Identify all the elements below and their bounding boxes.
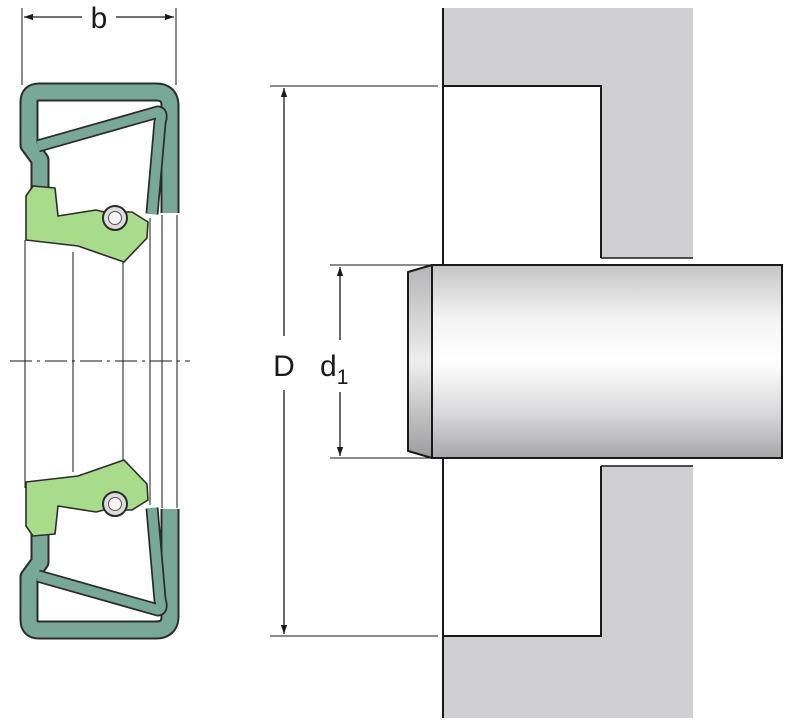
seal-section-top bbox=[19, 82, 180, 263]
width-label: b bbox=[91, 2, 108, 35]
outer-diameter-label: D bbox=[273, 350, 295, 383]
seal-cross-section: b bbox=[10, 2, 190, 640]
seal-case-outer bbox=[21, 84, 178, 218]
sealing-lip bbox=[25, 185, 149, 263]
garter-spring-icon bbox=[108, 497, 122, 511]
seal-case-inner bbox=[36, 507, 166, 615]
housing bbox=[443, 8, 693, 718]
shaft-chamfer bbox=[407, 264, 433, 459]
dimension-shaft-diameter: d1 bbox=[320, 264, 430, 459]
shaft-diameter-symbol: d bbox=[320, 350, 337, 383]
dimension-outer-diameter: D bbox=[270, 85, 438, 637]
shaft-diameter-subscript: 1 bbox=[337, 366, 349, 389]
seal-section-bottom bbox=[19, 459, 180, 640]
shaft-diameter-label: d1 bbox=[320, 350, 348, 389]
shaft bbox=[431, 264, 783, 459]
sealing-lip bbox=[25, 459, 149, 537]
housing-assembly bbox=[407, 8, 783, 718]
seal-case-inner bbox=[36, 107, 166, 215]
seal-case-outer bbox=[21, 504, 178, 638]
garter-spring-icon bbox=[108, 211, 122, 225]
